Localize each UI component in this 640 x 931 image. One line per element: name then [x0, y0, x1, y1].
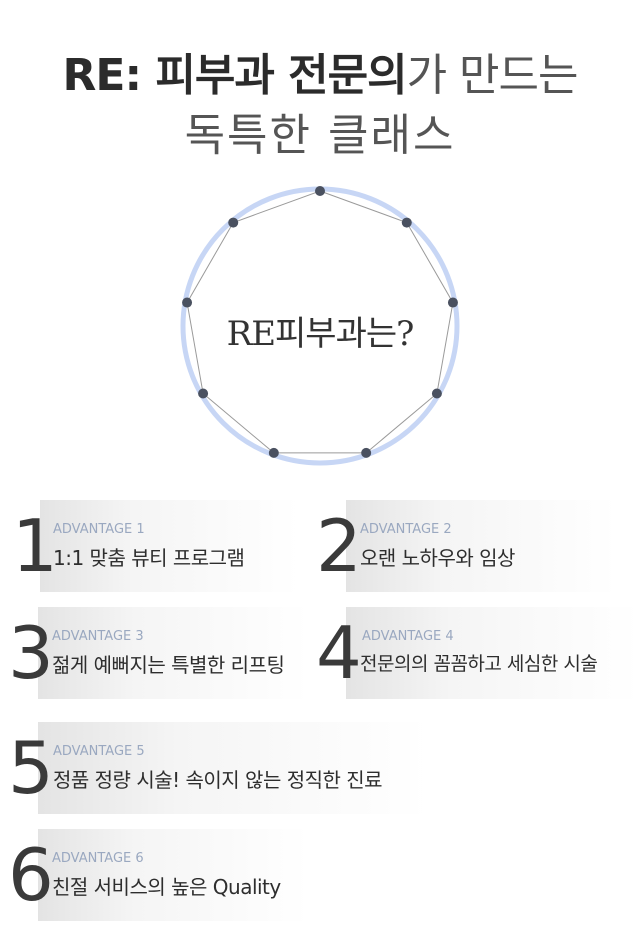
advantage-title: 전문의의 꼼꼼하고 세심한 시술 [360, 653, 598, 675]
advantage-label: ADVANTAGE 2 [360, 522, 452, 537]
advantage-label: ADVANTAGE 6 [52, 851, 144, 866]
vertex-dot [447, 297, 458, 308]
vertex-dot [182, 297, 193, 308]
advantage-title: 오랜 노하우와 임상 [360, 546, 515, 570]
advantage-number: 1 [12, 504, 58, 588]
vertex-dot [268, 447, 279, 458]
advantage-number: 3 [8, 611, 54, 695]
advantage-card-2: 2 ADVANTAGE 2 오랜 노하우와 임상 [316, 500, 617, 592]
advantage-title: 1:1 맞춤 뷰티 프로그램 [53, 546, 245, 570]
advantage-label: ADVANTAGE 3 [52, 629, 144, 644]
advantage-title: 젊게 예뻐지는 특별한 리프팅 [52, 653, 285, 677]
advantage-number: 5 [8, 726, 54, 810]
advantage-title: 친절 서비스의 높은 Quality [52, 875, 281, 899]
advantage-label: ADVANTAGE 4 [362, 629, 454, 644]
advantage-card-4: 4 ADVANTAGE 4 전문의의 꼼꼼하고 세심한 시술 [316, 607, 639, 699]
vertex-dot [198, 388, 209, 399]
title-rest: 가 만드는 [406, 50, 579, 101]
title-emphasis: RE: 피부과 전문의 [62, 50, 408, 101]
vertex-dots [182, 186, 458, 458]
vertex-dot [431, 388, 442, 399]
nonagon-outline [186, 190, 454, 454]
page-title: RE: 피부과 전문의가 만드는 [0, 48, 640, 104]
advantage-number: 4 [316, 611, 362, 695]
advantage-label: ADVANTAGE 5 [53, 744, 145, 759]
page-subtitle: 독특한 클래스 [184, 110, 456, 161]
advantage-number: 2 [316, 504, 362, 588]
advantage-card-6: 6 ADVANTAGE 6 친절 서비스의 높은 Quality [8, 829, 309, 921]
advantage-card-3: 3 ADVANTAGE 3 젊게 예뻐지는 특별한 리프팅 [8, 607, 309, 699]
nonagon-diagram [180, 186, 460, 466]
vertex-dot [401, 217, 412, 228]
diagram-center-label: RE피부과는? [226, 314, 415, 354]
vertex-dot [228, 217, 239, 228]
advantage-title: 정품 정량 시술! 속이지 않는 정직한 진료 [53, 768, 383, 792]
vertex-dot [361, 447, 372, 458]
advantage-label: ADVANTAGE 1 [53, 522, 145, 537]
vertex-dot [315, 186, 325, 196]
advantage-card-1: 1 ADVANTAGE 1 1:1 맞춤 뷰티 프로그램 [8, 500, 299, 592]
advantage-number: 6 [8, 833, 54, 917]
advantage-card-5: 5 ADVANTAGE 5 정품 정량 시술! 속이지 않는 정직한 진료 [8, 722, 429, 814]
